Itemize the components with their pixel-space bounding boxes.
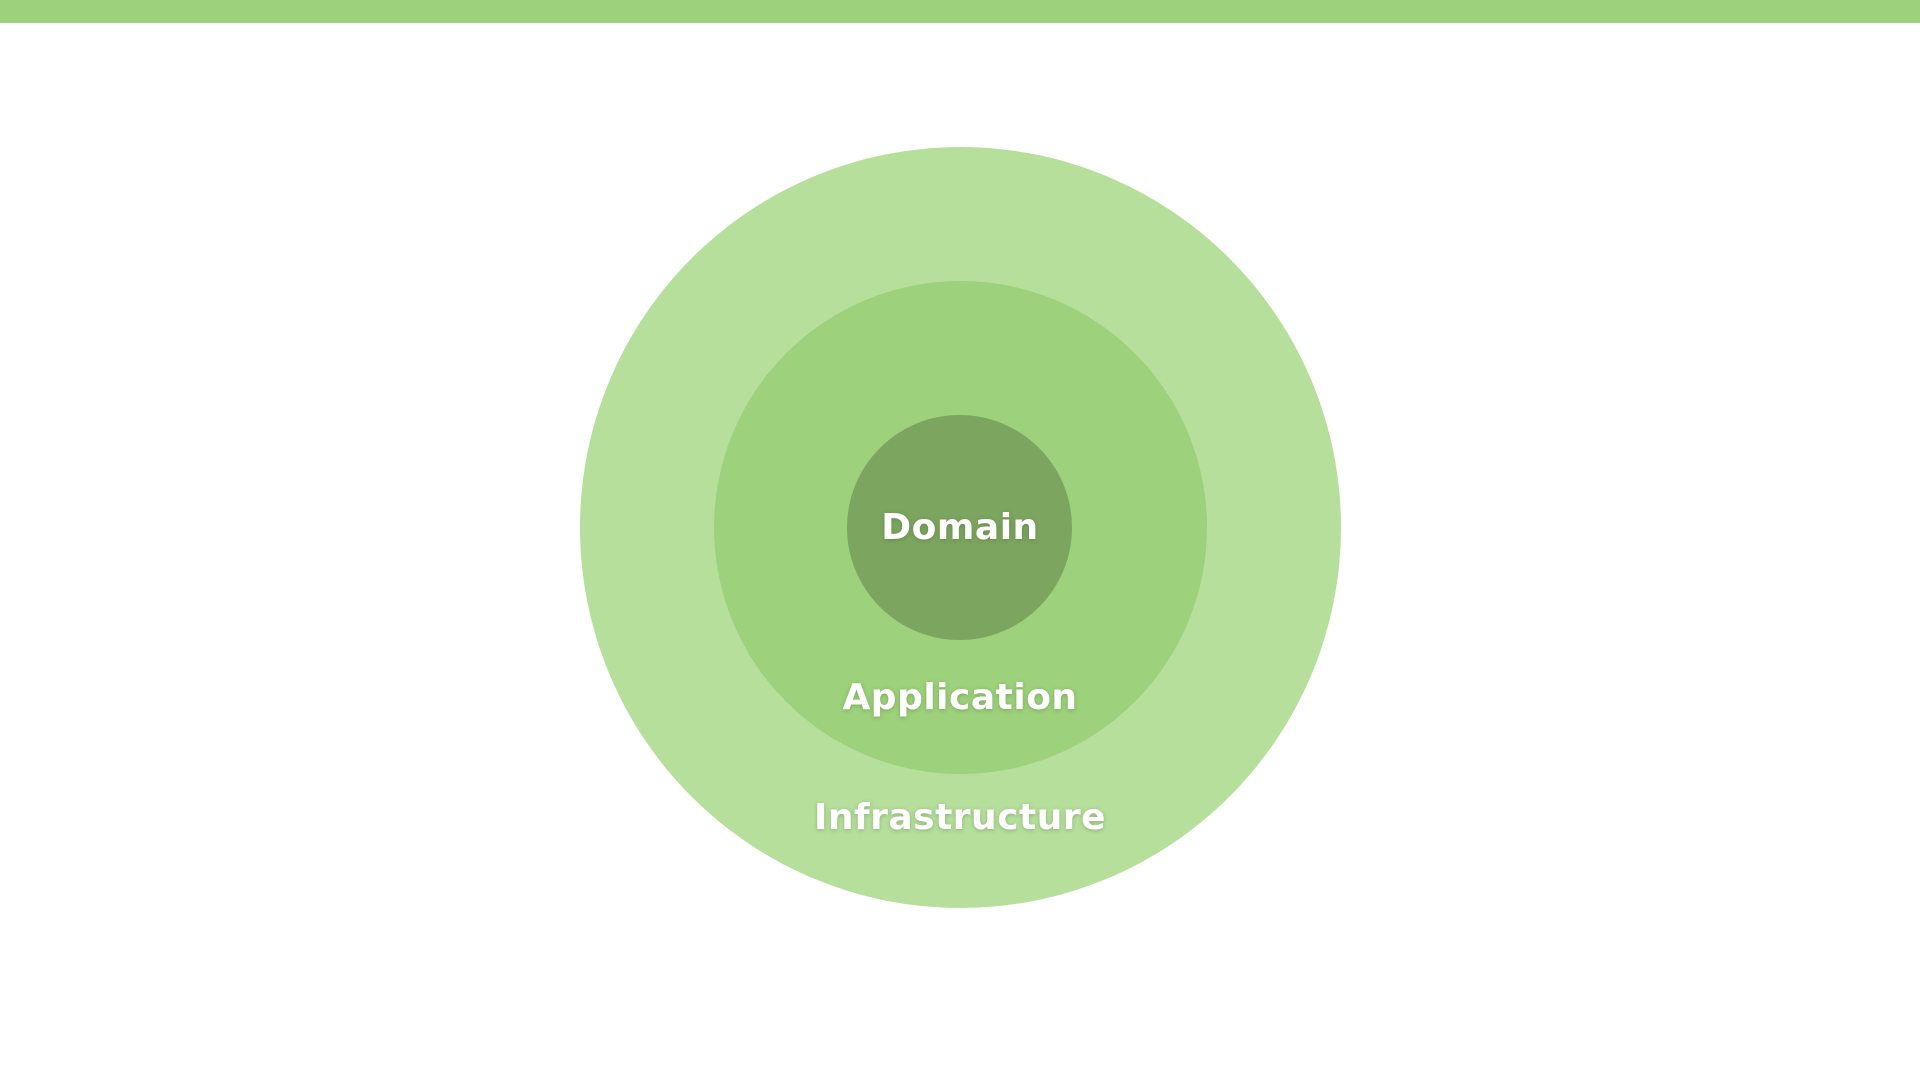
application-label: Application bbox=[842, 677, 1078, 718]
top-accent-bar bbox=[0, 0, 1920, 23]
infrastructure-label: Infrastructure bbox=[813, 797, 1107, 838]
domain-label: Domain bbox=[881, 507, 1039, 548]
domain-ring bbox=[847, 415, 1072, 640]
